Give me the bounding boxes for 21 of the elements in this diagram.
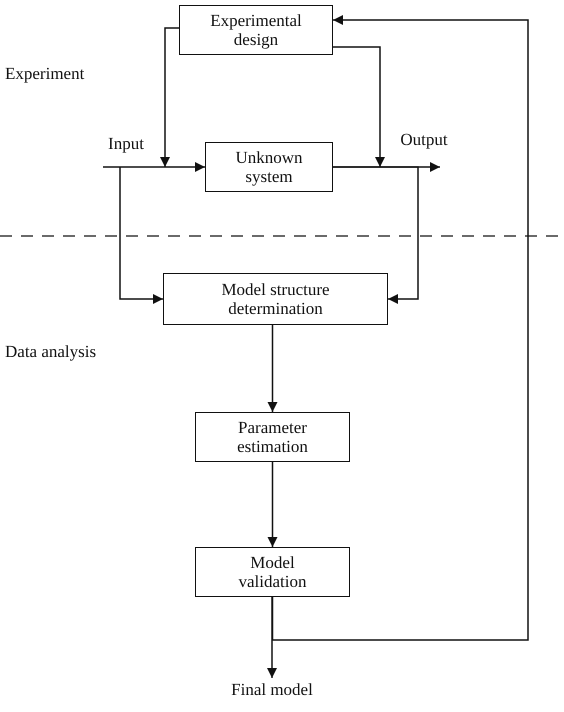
arrow	[160, 27, 179, 167]
arrow	[333, 46, 385, 167]
process-box	[205, 142, 333, 192]
box-label: Model validation	[238, 553, 308, 591]
arrow	[272, 15, 529, 641]
section-label: Experiment	[5, 64, 84, 84]
arrow	[268, 325, 278, 412]
box-label: Unknown system	[234, 148, 304, 186]
process-box	[195, 547, 350, 597]
process-box	[179, 5, 333, 55]
arrow	[103, 162, 205, 172]
box-label: Parameter estimation	[236, 418, 309, 456]
process-box	[195, 412, 350, 462]
section-label: Data analysis	[5, 342, 96, 362]
box-label: Experimental design	[209, 11, 303, 49]
arrow	[268, 462, 278, 547]
arrow	[119, 167, 163, 304]
box-label: Model structure determination	[220, 280, 331, 318]
process-box	[163, 273, 388, 325]
arrow	[267, 597, 277, 678]
arrow	[333, 166, 419, 304]
